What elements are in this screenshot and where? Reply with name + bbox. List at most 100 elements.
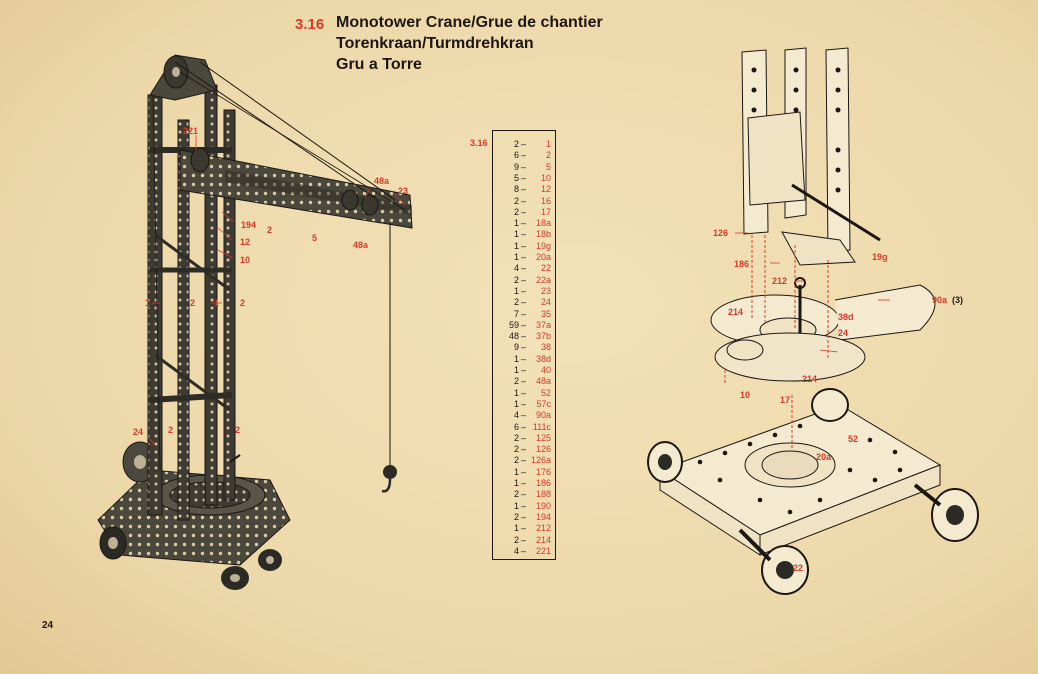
- parts-list-row: 1–38d: [493, 354, 555, 365]
- part-number: 10: [540, 172, 551, 183]
- part-number: 194: [535, 511, 551, 522]
- part-quantity: 2: [513, 455, 519, 466]
- row-dash: –: [521, 139, 527, 149]
- part-number: 57c: [536, 398, 551, 409]
- row-dash: –: [521, 161, 527, 172]
- part-number: 214: [535, 534, 551, 545]
- part-number: 38: [540, 342, 551, 353]
- parts-list-row: 4–22: [493, 263, 555, 274]
- part-quantity: 2: [513, 511, 519, 522]
- parts-list-row: 1–18b: [493, 229, 555, 240]
- row-dash: –: [521, 240, 527, 251]
- part-number: 188: [535, 489, 551, 500]
- parts-list-row: 4–221: [493, 546, 555, 557]
- parts-list-row: 48–37b: [493, 331, 555, 342]
- part-quantity: 2: [513, 139, 519, 149]
- label-2-mid: 2: [190, 298, 196, 308]
- model-title-nl-de: Torenkraan/Turmdrehkran: [336, 35, 534, 52]
- row-dash: –: [521, 466, 527, 477]
- part-quantity: 1: [513, 353, 519, 364]
- part-number: 5: [545, 161, 551, 172]
- label-52: 52: [848, 434, 859, 444]
- part-quantity: 6: [513, 421, 519, 432]
- row-dash: –: [521, 263, 527, 274]
- parts-list-row: 1–52: [493, 388, 555, 399]
- label-221: 221: [183, 126, 199, 136]
- part-quantity: 4: [513, 545, 519, 556]
- parts-list-row: 2–125: [493, 433, 555, 444]
- parts-list-row: 2–16: [493, 196, 555, 207]
- label-214-a: 214: [728, 307, 744, 317]
- parts-list-row: 1–19g: [493, 241, 555, 252]
- part-quantity: 59: [508, 319, 519, 330]
- part-quantity: 1: [513, 523, 519, 534]
- label-24-detail: 24: [838, 328, 849, 338]
- label-90a-count: (3): [952, 295, 963, 305]
- label-19g: 19g: [872, 252, 888, 262]
- row-dash: –: [521, 252, 527, 262]
- parts-list-row: 2–126: [493, 444, 555, 455]
- part-number: 176: [535, 466, 551, 477]
- row-dash: –: [521, 319, 527, 330]
- label-24: 24: [133, 427, 144, 437]
- part-number: 90a: [535, 410, 551, 421]
- parts-list-row: 4–90a: [493, 410, 555, 421]
- parts-list-row: 1–190: [493, 501, 555, 512]
- part-quantity: 1: [513, 500, 519, 511]
- parts-list-row: 1–212: [493, 523, 555, 534]
- parts-list-row: 1–186: [493, 478, 555, 489]
- label-5: 5: [312, 233, 318, 243]
- label-48a-top: 48a: [374, 176, 390, 186]
- part-quantity: 1: [513, 387, 519, 398]
- row-dash: –: [521, 398, 527, 409]
- parts-list-row: 9–38: [493, 342, 555, 353]
- part-number: 126a: [530, 455, 551, 466]
- parts-list-row: 9–5: [493, 162, 555, 173]
- part-number: 18a: [535, 218, 551, 229]
- row-dash: –: [521, 308, 527, 319]
- part-quantity: 1: [513, 229, 519, 240]
- label-17: 17: [780, 395, 791, 405]
- parts-list-row: 2– 1: [493, 139, 555, 150]
- row-dash: –: [521, 432, 527, 443]
- part-quantity: 1: [513, 466, 519, 477]
- parts-list-row: 2–24: [493, 297, 555, 308]
- row-dash: –: [521, 410, 527, 421]
- part-number: 212: [535, 523, 551, 534]
- part-number: 37a: [535, 319, 551, 330]
- row-dash: –: [521, 376, 527, 387]
- part-number: 1: [545, 139, 551, 149]
- row-dash: –: [521, 534, 527, 545]
- label-2-jib: 2: [267, 225, 273, 235]
- row-dash: –: [521, 184, 527, 195]
- part-number: 20a: [535, 252, 551, 262]
- part-quantity: 1: [513, 365, 519, 375]
- label-2-low-b: 2: [235, 425, 241, 435]
- part-number: 23: [540, 285, 551, 296]
- row-dash: –: [521, 500, 527, 511]
- part-quantity: 7: [513, 308, 519, 319]
- parts-list-row: 1–20a: [493, 252, 555, 263]
- part-quantity: 6: [513, 150, 519, 161]
- part-number: 111c: [532, 421, 551, 432]
- part-quantity: 2: [513, 432, 519, 443]
- part-quantity: 1: [513, 252, 519, 262]
- part-quantity: 1: [513, 240, 519, 251]
- row-dash: –: [521, 195, 527, 206]
- row-dash: –: [521, 365, 527, 375]
- part-number: 24: [540, 297, 551, 308]
- parts-list-row: 7– 35: [493, 309, 555, 320]
- parts-list-row: 59–37a: [493, 320, 555, 331]
- part-number: 18b: [535, 229, 551, 240]
- part-number: 22a: [535, 274, 551, 285]
- row-dash: –: [521, 342, 527, 353]
- part-number: 190: [535, 500, 551, 511]
- model-number: 3.16: [295, 16, 325, 33]
- label-20a: 20a: [816, 452, 832, 462]
- row-dash: –: [521, 545, 527, 556]
- parts-list-row: 2–188: [493, 489, 555, 500]
- label-1-mid: 1: [214, 298, 220, 308]
- part-quantity: 2: [513, 297, 519, 308]
- part-number: 35: [540, 308, 551, 319]
